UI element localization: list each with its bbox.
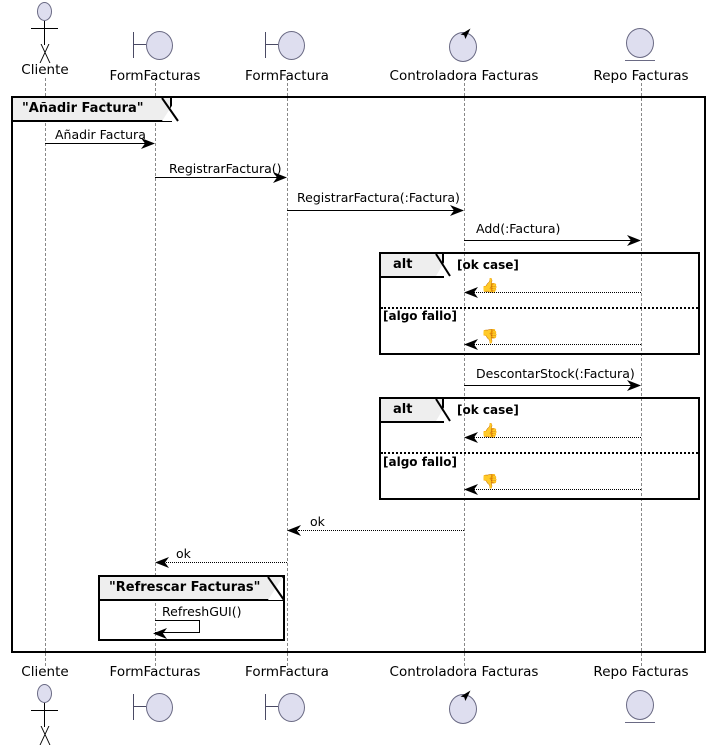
alt-guard-fail: [algo fallo] bbox=[383, 309, 457, 323]
frame-operator-text: "Refrescar Facturas" bbox=[109, 580, 261, 595]
entity-icon bbox=[625, 689, 657, 725]
lifeline-formfactura bbox=[287, 78, 288, 666]
message-line-fail-return bbox=[474, 344, 641, 345]
participant-label: Repo Facturas bbox=[593, 664, 689, 680]
message-line-add bbox=[464, 240, 634, 241]
message-line-ok-return bbox=[474, 437, 641, 438]
message-label-refresh-gui: RefreshGUI() bbox=[162, 604, 242, 619]
boundary-icon bbox=[264, 691, 310, 723]
actor-icon bbox=[24, 2, 66, 64]
alt-guard-ok: [ok case] bbox=[457, 258, 519, 272]
message-label-descontar-stock: DescontarStock(:Factura) bbox=[476, 366, 635, 381]
frame-operator-text: alt bbox=[393, 257, 413, 272]
arrowhead-left bbox=[154, 555, 169, 574]
frame-group-anadir-factura: "Añadir Factura" bbox=[11, 96, 706, 653]
frame-operator-text: "Añadir Factura" bbox=[22, 101, 144, 116]
participant-controladora-bottom[interactable]: Controladora Facturas bbox=[375, 664, 553, 730]
arrowhead-right bbox=[627, 378, 642, 397]
alt-guard-fail: [algo fallo] bbox=[383, 455, 457, 469]
participant-formfactura-top[interactable]: FormFactura bbox=[228, 22, 346, 84]
participant-cliente-top[interactable]: Cliente bbox=[0, 2, 90, 78]
control-icon bbox=[447, 27, 481, 63]
participant-label: FormFactura bbox=[245, 664, 329, 680]
participant-repo-bottom[interactable]: Repo Facturas bbox=[576, 664, 706, 730]
message-label-anadir-factura: Añadir Factura bbox=[55, 127, 146, 142]
participant-label: Controladora Facturas bbox=[389, 664, 539, 680]
message-label-thumbs-up: 👍 bbox=[481, 423, 499, 439]
participant-label: FormFacturas bbox=[109, 68, 201, 84]
message-label-thumbs-down: 👎 bbox=[481, 329, 499, 345]
arrowhead-right bbox=[141, 136, 156, 155]
arrowhead-right bbox=[450, 203, 465, 222]
frame-notch-edge bbox=[266, 577, 286, 602]
message-line-descontar-stock bbox=[464, 385, 634, 386]
control-icon bbox=[447, 689, 481, 725]
message-label-ok-2: ok bbox=[176, 546, 191, 561]
message-line-ok-2 bbox=[166, 562, 287, 563]
entity-icon bbox=[625, 27, 657, 63]
message-line-ok-1 bbox=[298, 530, 464, 531]
boundary-icon bbox=[264, 29, 310, 61]
message-line-ok-return bbox=[474, 292, 641, 293]
message-line-fail-return bbox=[474, 489, 641, 490]
participant-label: Cliente bbox=[21, 62, 69, 78]
participant-cliente-bottom[interactable]: Cliente bbox=[0, 664, 90, 746]
alt-operand-divider bbox=[381, 452, 698, 454]
arrowhead-right bbox=[627, 233, 642, 252]
arrowhead-left bbox=[152, 626, 167, 645]
message-label-thumbs-up: 👍 bbox=[481, 278, 499, 294]
participant-repo-top[interactable]: Repo Facturas bbox=[576, 22, 706, 84]
frame-operator-label: "Refrescar Facturas" bbox=[100, 577, 285, 601]
boundary-icon bbox=[132, 691, 178, 723]
message-line-registrar-factura-param bbox=[287, 210, 457, 211]
arrowhead-left bbox=[286, 523, 301, 542]
message-label-thumbs-down: 👎 bbox=[481, 474, 499, 490]
arrowhead-left bbox=[463, 285, 478, 304]
frame-operator-label: alt bbox=[381, 254, 445, 278]
arrowhead-left bbox=[463, 337, 478, 356]
frame-operator-text: alt bbox=[393, 402, 413, 417]
frame-notch-edge bbox=[160, 98, 180, 123]
actor-icon bbox=[24, 684, 66, 746]
arrowhead-right bbox=[273, 170, 288, 189]
frame-notch-edge bbox=[434, 254, 452, 278]
participant-controladora-top[interactable]: Controladora Facturas bbox=[375, 22, 553, 84]
alt-guard-ok: [ok case] bbox=[457, 403, 519, 417]
arrowhead-left bbox=[463, 430, 478, 449]
message-line-registrar-factura bbox=[155, 177, 280, 178]
participant-label: Cliente bbox=[21, 664, 69, 680]
participant-formfacturas-bottom[interactable]: FormFacturas bbox=[96, 664, 214, 730]
boundary-icon bbox=[132, 29, 178, 61]
message-label-registrar-factura-param: RegistrarFactura(:Factura) bbox=[297, 190, 460, 205]
message-label-ok-1: ok bbox=[310, 514, 325, 529]
arrowhead-left bbox=[463, 482, 478, 501]
lifeline-repo bbox=[641, 78, 642, 666]
frame-group-refrescar-facturas: "Refrescar Facturas" bbox=[98, 575, 285, 641]
participant-label: Repo Facturas bbox=[593, 68, 689, 84]
lifeline-cliente bbox=[45, 78, 46, 666]
participant-label: FormFacturas bbox=[109, 664, 201, 680]
message-line-anadir-factura bbox=[45, 143, 148, 144]
frame-alt-descontar: alt bbox=[379, 397, 700, 500]
self-message-loop bbox=[155, 620, 200, 633]
lifeline-controladora bbox=[464, 78, 465, 666]
message-label-add: Add(:Factura) bbox=[476, 221, 561, 236]
participant-label: FormFactura bbox=[245, 68, 329, 84]
participant-formfactura-bottom[interactable]: FormFactura bbox=[228, 664, 346, 730]
frame-alt-add: alt bbox=[379, 252, 700, 355]
lifeline-formfacturas bbox=[155, 78, 156, 666]
message-label-registrar-factura: RegistrarFactura() bbox=[169, 161, 282, 176]
frame-operator-label: "Añadir Factura" bbox=[13, 98, 172, 122]
participant-label: Controladora Facturas bbox=[389, 68, 539, 84]
frame-notch-edge bbox=[434, 399, 452, 423]
participant-formfacturas-top[interactable]: FormFacturas bbox=[96, 22, 214, 84]
alt-operand-divider bbox=[381, 307, 698, 309]
